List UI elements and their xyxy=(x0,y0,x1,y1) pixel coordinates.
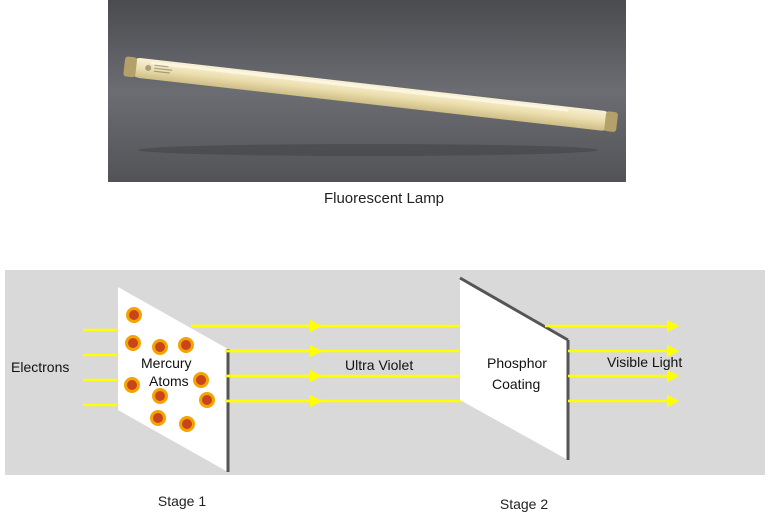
visible-light-label: Visible Light xyxy=(607,354,682,370)
mercury-atom xyxy=(127,337,140,350)
mercury-atom xyxy=(154,341,167,354)
phosphor-label-line2: Coating xyxy=(492,376,540,392)
electrons-label: Electrons xyxy=(11,359,69,375)
mercury-atom xyxy=(126,379,139,392)
mercury-label-line1: Mercury xyxy=(141,355,192,371)
mercury-atom xyxy=(152,412,165,425)
phosphor-label-line1: Phosphor xyxy=(487,355,547,371)
mercury-atom xyxy=(201,394,214,407)
lamp-cap-right xyxy=(604,111,618,132)
ultra-violet-label: Ultra Violet xyxy=(345,357,413,373)
lamp-cap-left xyxy=(123,56,137,77)
stage2-label: Stage 2 xyxy=(484,496,564,512)
mercury-atom xyxy=(180,339,193,352)
mercury-label-line2: Atoms xyxy=(149,373,189,389)
mercury-atom xyxy=(128,309,141,322)
photo-caption: Fluorescent Lamp xyxy=(0,190,768,207)
fluorescent-lamp-photo xyxy=(108,0,626,182)
fluorescent-diagram: Electrons Mercury Atoms Ultra Violet Pho… xyxy=(5,270,765,475)
mercury-atom xyxy=(154,390,167,403)
stage1-label: Stage 1 xyxy=(142,493,222,509)
mercury-atom xyxy=(195,374,208,387)
mercury-atom xyxy=(181,418,194,431)
